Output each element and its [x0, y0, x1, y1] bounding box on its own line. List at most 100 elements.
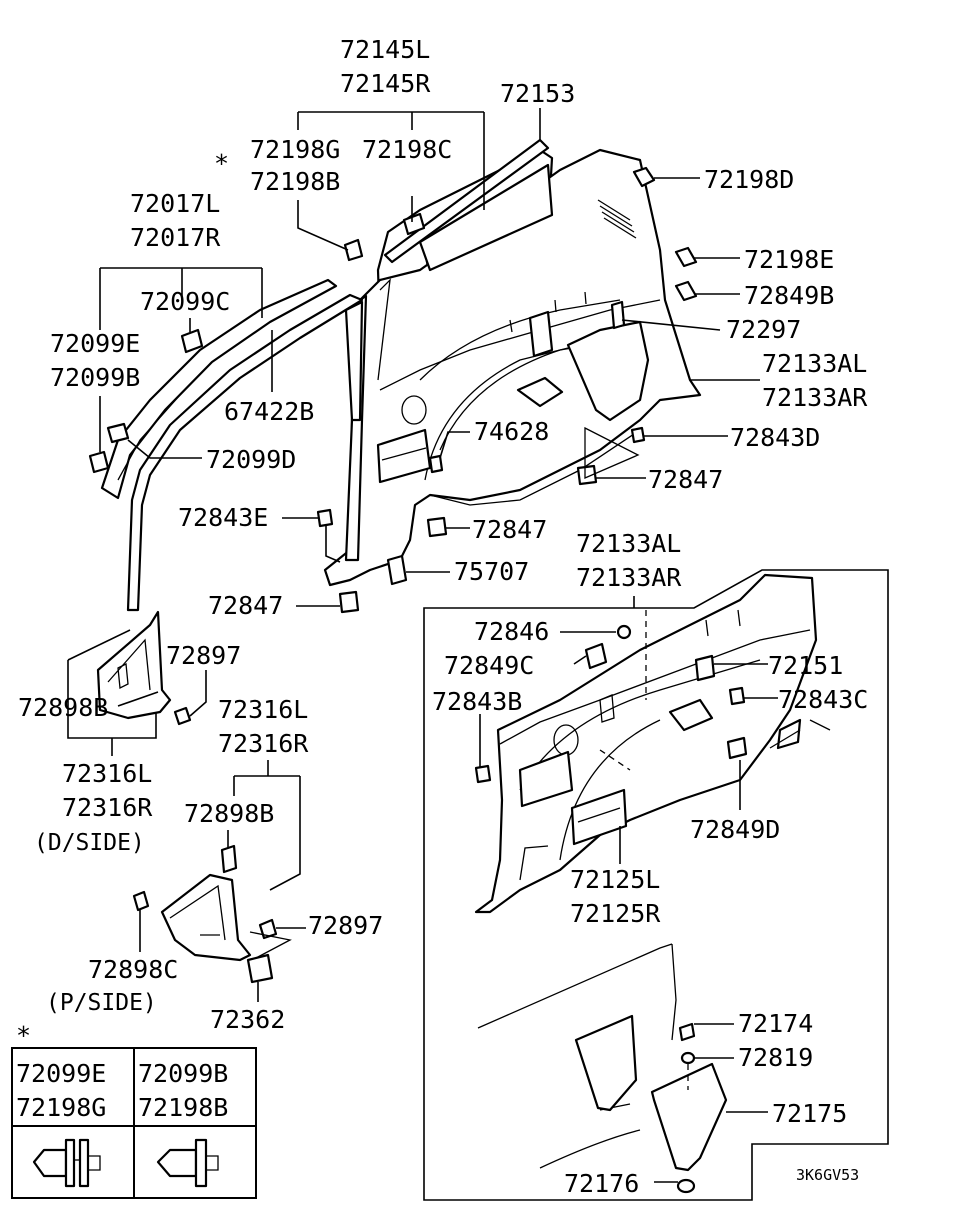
- clip-72849d: [726, 736, 748, 760]
- clip-74628: [428, 454, 444, 474]
- clip-type-a-icon: [32, 1138, 101, 1188]
- bracket-72362: [246, 953, 274, 984]
- weatherstrip: [126, 293, 364, 612]
- label-72898B-b: 72898B: [184, 799, 274, 828]
- clip-72099c: [180, 328, 204, 354]
- legend-cell2-line2: 72198B: [138, 1093, 228, 1122]
- clip-type-b-icon: [156, 1138, 219, 1188]
- label-72897-b: 72897: [308, 911, 383, 940]
- label-72198B: 72198B: [250, 167, 340, 196]
- bracket-75707: [386, 554, 408, 586]
- label-72843E: 72843E: [178, 503, 268, 532]
- clip-72898b: [220, 844, 238, 874]
- label-72017L: 72017L: [130, 189, 220, 218]
- scuff-trim-pside: [160, 873, 252, 962]
- scuff-trim-dside: [96, 610, 172, 720]
- label-72316R-b: 72316R: [218, 729, 309, 758]
- clip-72847-a: [576, 464, 598, 486]
- label-72849D: 72849D: [690, 815, 780, 844]
- quarter-trim-panel-detail: [474, 573, 831, 914]
- label-75707: 75707: [454, 557, 529, 586]
- label-72847-c: 72847: [208, 591, 283, 620]
- label-72099C: 72099C: [140, 287, 230, 316]
- screw-72843d: [630, 426, 646, 444]
- screw-72897-a: [173, 706, 192, 726]
- label-72849B: 72849B: [744, 281, 834, 310]
- screw-72843b: [474, 764, 492, 784]
- label-72847-b: 72847: [472, 515, 547, 544]
- label-72151: 72151: [768, 651, 843, 680]
- label-72133AL-box: 72133AL: [576, 529, 681, 558]
- label-72133AL-top: 72133AL: [762, 349, 867, 378]
- clip-72846: [616, 624, 632, 640]
- label-72316L-b: 72316L: [218, 695, 308, 724]
- legend-cell1-line1: 72099E: [16, 1059, 106, 1088]
- label-72843B: 72843B: [432, 687, 522, 716]
- diagram-code: 3K6GV53: [796, 1166, 859, 1184]
- clip-72847-b: [426, 516, 448, 538]
- label-72198C: 72198C: [362, 135, 452, 164]
- label-72198D: 72198D: [704, 165, 794, 194]
- leader-lines-floor: [654, 1023, 768, 1183]
- label-72819: 72819: [738, 1043, 813, 1072]
- clip-72898c: [132, 890, 150, 912]
- clip-72198g: [343, 238, 364, 262]
- label-72846: 72846: [474, 617, 549, 646]
- clip-72099d: [106, 422, 130, 444]
- label-72145L: 72145L: [340, 35, 430, 64]
- detail-box: [423, 569, 889, 1201]
- label-72843C: 72843C: [778, 685, 868, 714]
- label-72897-a: 72897: [166, 641, 241, 670]
- label-72145R: 72145R: [340, 69, 431, 98]
- label-72198E: 72198E: [744, 245, 834, 274]
- clip-72198d: [632, 166, 656, 188]
- asterisk-mark: *: [214, 149, 229, 178]
- part-labels: 72145L 72145R 72153 * 72198G 72198C 7219…: [18, 35, 868, 1198]
- label-72362: 72362: [210, 1005, 285, 1034]
- label-72316L-a: 72316L: [62, 759, 152, 788]
- label-72847-a: 72847: [648, 465, 723, 494]
- legend-cell1-line2: 72198G: [16, 1093, 106, 1122]
- clip-72099e: [88, 450, 110, 474]
- label-72176: 72176: [564, 1169, 639, 1198]
- label-72125L: 72125L: [570, 865, 660, 894]
- label-67422B: 67422B: [224, 397, 314, 426]
- pillar-trim: [100, 278, 338, 500]
- label-72133AR-box: 72133AR: [576, 563, 682, 592]
- legend-cell2-line1: 72099B: [138, 1059, 228, 1088]
- legend: * 72099E 72198G 72099B 72198B: [11, 1021, 257, 1199]
- window-frame-inner: [418, 163, 554, 272]
- label-72297: 72297: [726, 315, 801, 344]
- label-dside: (D/SIDE): [34, 830, 145, 856]
- label-72099D: 72099D: [206, 445, 296, 474]
- label-72099B: 72099B: [50, 363, 140, 392]
- label-72316R-a: 72316R: [62, 793, 153, 822]
- clip-72198e: [674, 246, 698, 268]
- label-72843D: 72843D: [730, 423, 820, 452]
- leader-lines-detail: [479, 596, 778, 864]
- label-72849C: 72849C: [444, 651, 534, 680]
- label-72017R: 72017R: [130, 223, 221, 252]
- label-72153: 72153: [500, 79, 575, 108]
- label-72133AR-top: 72133AR: [762, 383, 868, 412]
- label-72198G: 72198G: [250, 135, 340, 164]
- leader-lines-top: [67, 108, 760, 1002]
- cargo-floor-detail: [477, 943, 728, 1194]
- clip-72198c: [402, 212, 426, 236]
- clip-72849b: [674, 280, 698, 302]
- label-72898B-a: 72898B: [18, 693, 108, 722]
- screw-72843e: [316, 508, 334, 528]
- label-72125R: 72125R: [570, 899, 661, 928]
- window-moulding: [383, 138, 550, 264]
- screw-72843c: [728, 686, 746, 706]
- label-74628: 74628: [474, 417, 549, 446]
- label-72898C: 72898C: [88, 955, 178, 984]
- screw-72897-b: [258, 918, 278, 940]
- legend-asterisk: *: [16, 1021, 31, 1050]
- label-pside: (P/SIDE): [46, 990, 157, 1016]
- clip-72849c: [584, 642, 608, 670]
- label-72099E: 72099E: [50, 329, 140, 358]
- clip-72151: [694, 654, 716, 682]
- label-72174: 72174: [738, 1009, 813, 1038]
